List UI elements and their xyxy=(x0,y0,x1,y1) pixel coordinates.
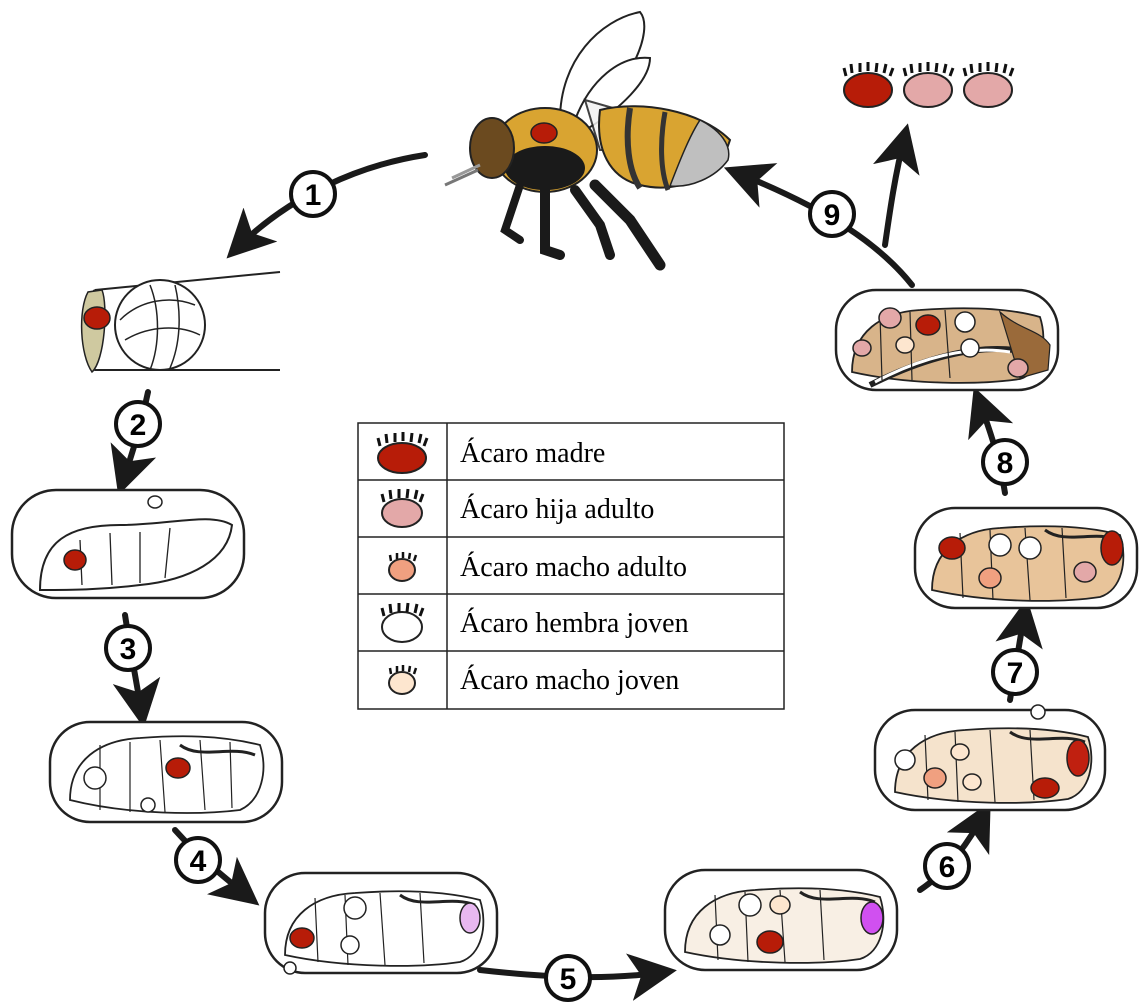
stage-pupa-white xyxy=(50,722,282,822)
stage-pupa-mature xyxy=(836,290,1058,390)
svg-text:3: 3 xyxy=(120,633,137,666)
legend-row-mother-mite: Ácaro madre xyxy=(378,432,605,473)
stage-capped-larva xyxy=(12,490,244,598)
step-4: 4 xyxy=(176,838,220,882)
emerged-daughter-mite-1 xyxy=(904,62,953,107)
step-2: 2 xyxy=(116,402,160,446)
svg-text:9: 9 xyxy=(824,199,841,232)
svg-text:4: 4 xyxy=(190,845,207,878)
step-7: 7 xyxy=(993,650,1037,694)
stage-open-cell-larva xyxy=(82,272,280,372)
svg-text:8: 8 xyxy=(997,447,1014,480)
step-9: 9 xyxy=(810,192,854,236)
step-3: 3 xyxy=(106,626,150,670)
stage-pupa-light xyxy=(665,870,897,970)
legend-label-mother-mite: Ácaro madre xyxy=(460,438,605,469)
legend: Ácaro madre Ácaro hija adulto Ácaro mach… xyxy=(358,423,784,709)
stage-pupa-tan xyxy=(875,705,1105,810)
svg-text:7: 7 xyxy=(1007,657,1024,690)
legend-label-male-mite: Ácaro macho adulto xyxy=(460,552,687,583)
step-1: 1 xyxy=(291,172,335,216)
emerged-daughter-mite-2 xyxy=(964,62,1013,107)
emerged-mites xyxy=(844,62,1013,107)
legend-label-young-female: Ácaro hembra joven xyxy=(460,608,689,639)
stage-pupa-darker xyxy=(915,508,1137,608)
svg-text:5: 5 xyxy=(560,963,577,996)
legend-label-daughter-mite: Ácaro hija adulto xyxy=(460,494,654,525)
svg-text:2: 2 xyxy=(130,409,147,442)
legend-label-young-male: Ácaro macho joven xyxy=(460,665,679,696)
stage-pupa-purple-eye xyxy=(265,873,497,974)
svg-text:6: 6 xyxy=(939,851,956,884)
step-8: 8 xyxy=(983,440,1027,484)
step-6: 6 xyxy=(925,844,969,888)
emerged-mother-mite xyxy=(844,62,893,107)
svg-text:1: 1 xyxy=(305,179,322,212)
honeybee-with-mite xyxy=(445,12,730,265)
step-5: 5 xyxy=(546,956,590,1000)
